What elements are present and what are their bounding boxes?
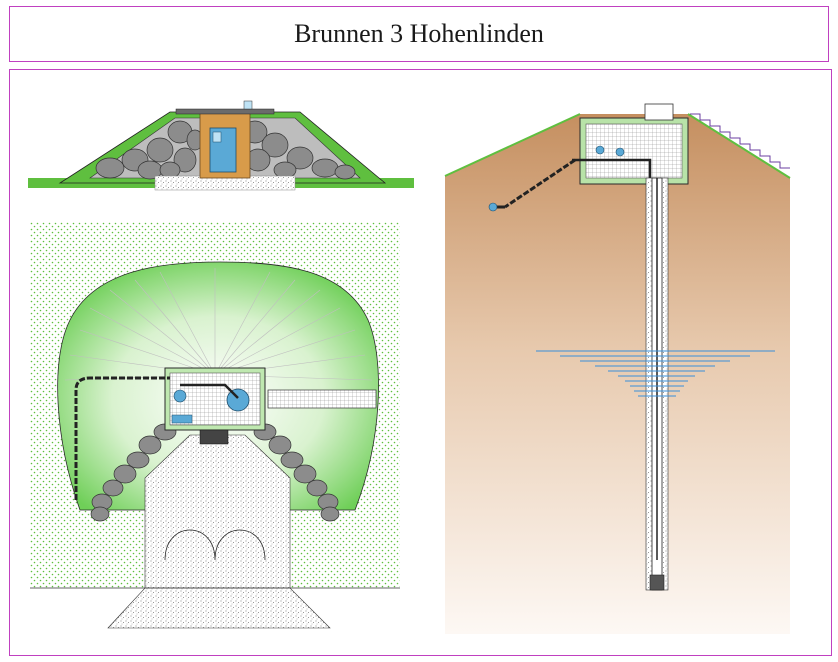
valve-icon <box>173 389 187 403</box>
outlet-pipe-slope <box>504 158 576 209</box>
door-swing-arcs <box>164 529 266 561</box>
gravel-drive <box>107 587 331 629</box>
well-house-plan-drawing <box>30 222 400 629</box>
chamber-pipe <box>572 158 652 178</box>
water-table-icon <box>536 350 775 397</box>
plan-stone-rows <box>90 423 340 522</box>
entrance-stairs-icon <box>199 429 229 445</box>
stairs-icon <box>690 113 790 169</box>
control-panel-icon <box>171 414 193 424</box>
inlet-duct <box>267 389 377 409</box>
stone-blocks <box>95 120 356 180</box>
title-frame: Brunnen 3 Hohenlinden <box>9 6 829 62</box>
gravel-access-path <box>144 434 291 589</box>
vent-cap-icon <box>243 100 253 110</box>
outlet-pipe <box>74 376 170 500</box>
access-hatch-icon <box>644 103 674 121</box>
well-shaft-cross-section <box>444 103 791 634</box>
wellhead-icon <box>226 388 250 412</box>
roof-slab <box>175 108 275 115</box>
soil-profile <box>445 114 790 634</box>
outlet-valve-icon <box>488 202 498 212</box>
pump-icon <box>649 574 665 591</box>
well-house-section-drawing <box>28 100 414 191</box>
page-title: Brunnen 3 Hohenlinden <box>294 19 544 48</box>
internal-pipe <box>180 383 239 399</box>
